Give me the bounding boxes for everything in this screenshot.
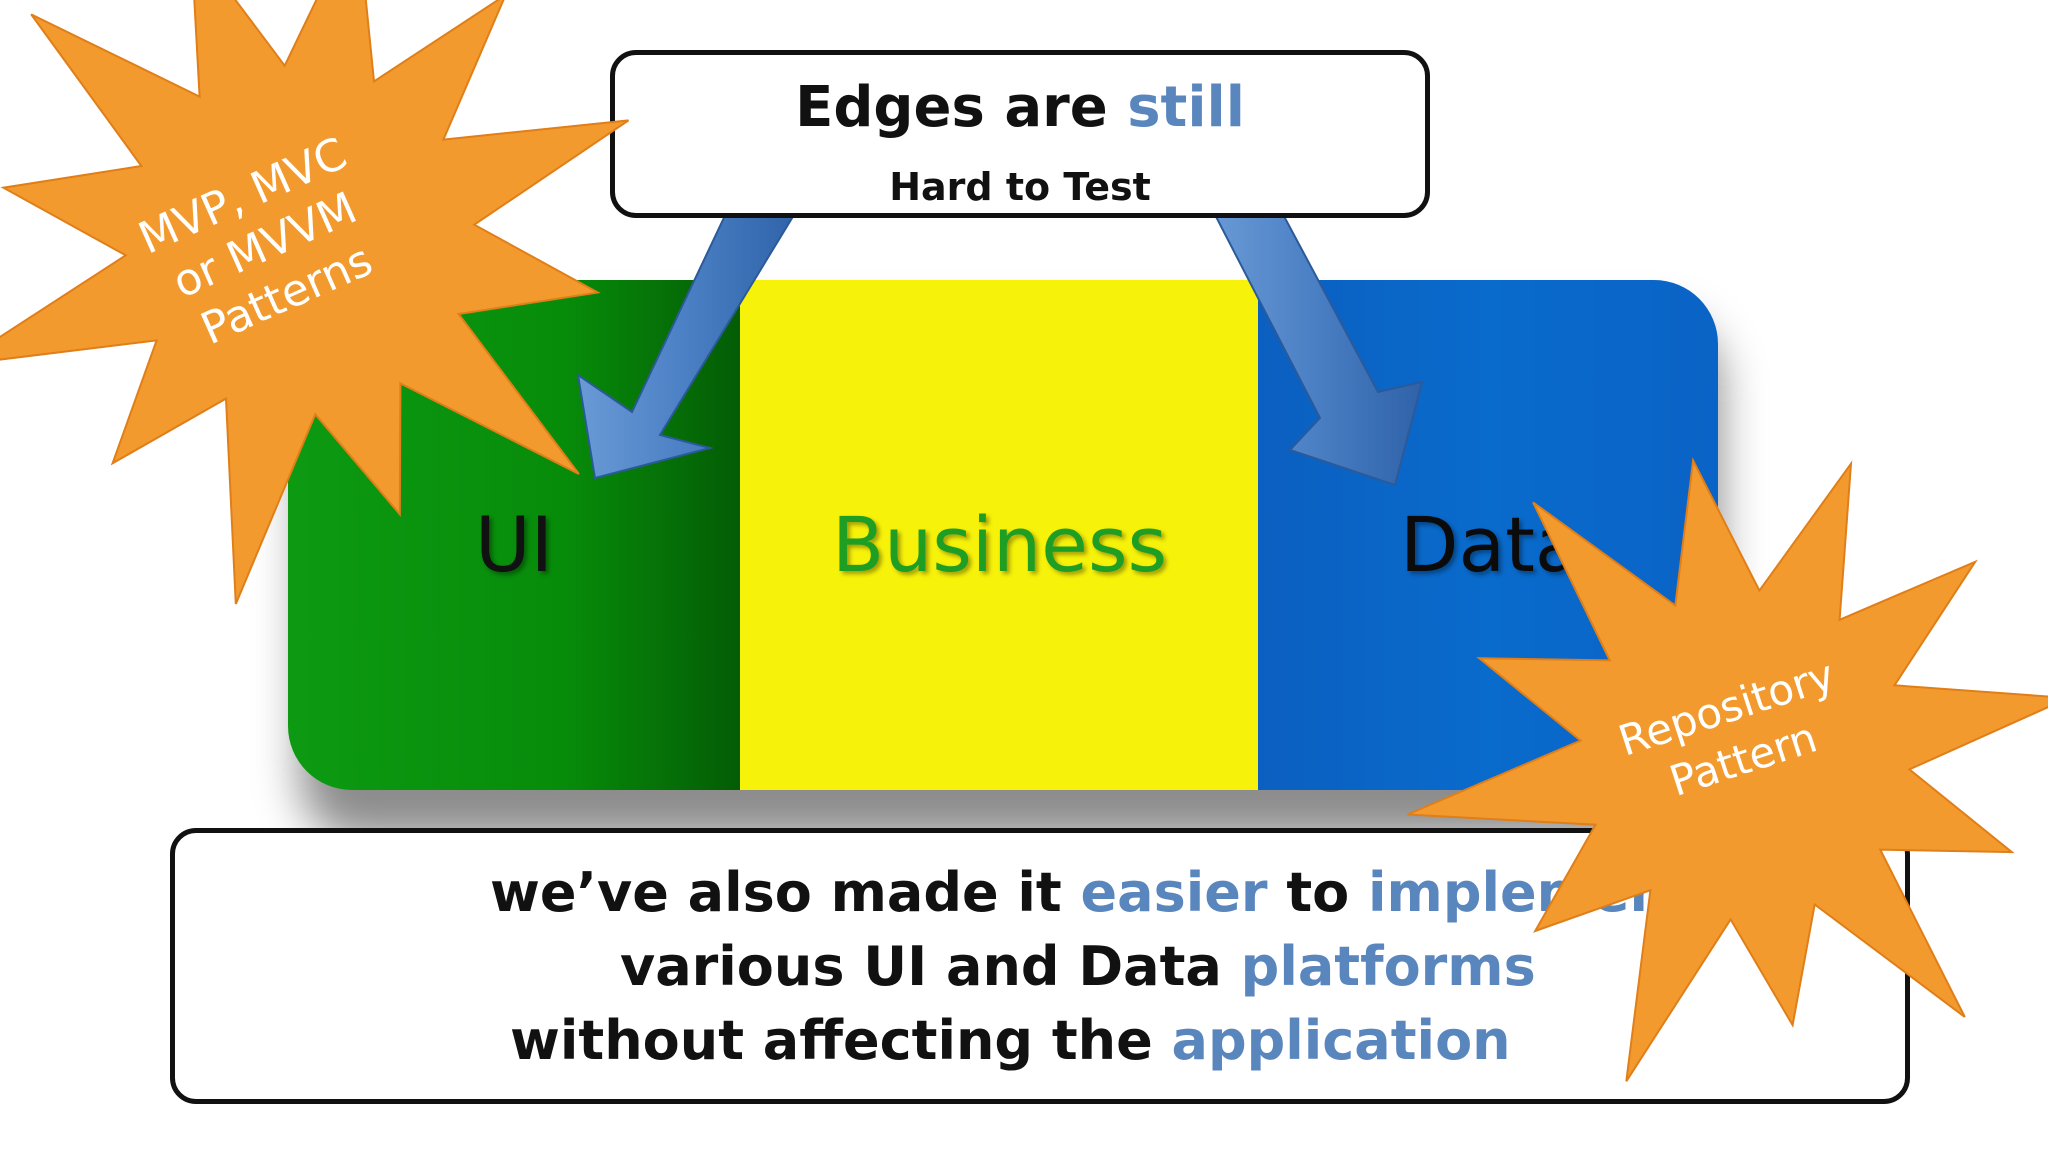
arrow-to-data-icon	[1208, 204, 1424, 487]
business-layer-label: Business	[832, 500, 1168, 589]
bottom-callout: we’ve also made it easier to implement v…	[170, 828, 1910, 1104]
ui-layer-label: UI	[475, 500, 554, 589]
arrow-to-ui-icon	[576, 204, 802, 480]
bottom-callout-line-3: without affecting the application	[510, 1009, 1511, 1072]
business-layer	[740, 280, 1260, 790]
bottom-callout-line-2: various UI and Data platforms	[620, 935, 1536, 998]
left-starburst-icon	[0, 0, 630, 605]
top-callout-subtitle: Hard to Test	[889, 165, 1151, 209]
top-callout: Edges are still Hard to Test	[610, 50, 1430, 218]
top-callout-title: Edges are still	[795, 75, 1245, 140]
still-accent: still	[1127, 75, 1245, 140]
